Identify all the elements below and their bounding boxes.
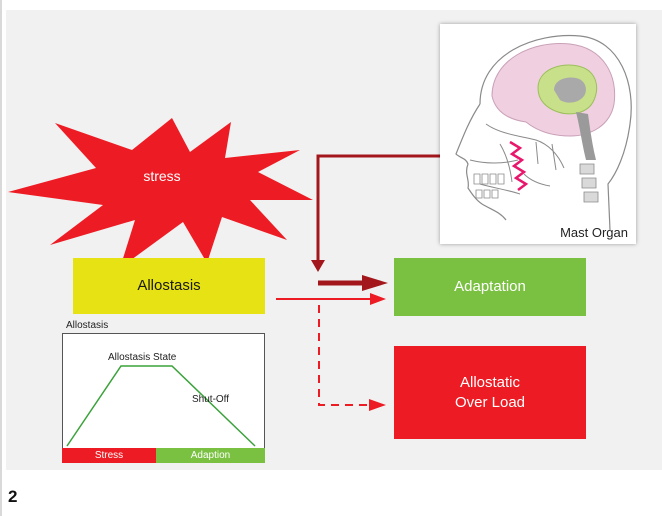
mini-chart-stress-label: Stress xyxy=(94,450,124,461)
left-border-rule xyxy=(0,0,2,516)
stress-starburst-shape xyxy=(8,118,313,268)
masseter-muscle-zigzag xyxy=(509,140,529,191)
mini-chart-shutoff-label: Shut-Off xyxy=(192,394,230,405)
allostatic-overload-box: Allostatic Over Load xyxy=(394,346,586,439)
teeth xyxy=(473,173,505,199)
skull-lines xyxy=(469,123,565,195)
adaptation-label: Adaptation xyxy=(454,278,526,295)
mast-organ-label: Mast Organ xyxy=(560,225,628,240)
spine xyxy=(579,163,599,203)
mini-chart-adaption-label: Adaption xyxy=(190,450,231,461)
overload-label-line2: Over Load xyxy=(454,393,526,411)
mini-chart-state-label: Allostasis State xyxy=(108,352,177,363)
dashed-arrow-to-overload xyxy=(318,305,370,406)
brain-inner-region xyxy=(554,77,586,103)
dashed-arrow-head xyxy=(369,399,386,411)
mini-chart-stress-bar: Stress xyxy=(62,448,156,463)
mini-chart-adaption-bar: Adaption xyxy=(156,448,265,463)
mini-chart-curve-line xyxy=(66,365,256,447)
stress-label: stress xyxy=(143,168,181,184)
allostasis-box: Allostasis xyxy=(73,258,265,314)
overload-label-line1: Allostatic xyxy=(459,373,521,391)
brainstem xyxy=(576,112,596,160)
adaptation-box: Adaptation xyxy=(394,258,586,316)
allostasis-label: Allostasis xyxy=(137,277,201,294)
brain-to-adaptation-connector xyxy=(316,154,440,262)
head-outline xyxy=(455,34,632,231)
figure-number: 2 xyxy=(8,487,18,506)
mini-chart-title: Allostasis xyxy=(66,320,109,331)
allostasis-to-adaptation-arrow-head xyxy=(370,293,386,305)
brain-connector-arrowhead xyxy=(311,260,325,272)
thick-arrow-head xyxy=(362,275,388,291)
skull-brain-illustration xyxy=(455,34,632,231)
mast-organ-panel: Mast Organ xyxy=(440,24,636,244)
